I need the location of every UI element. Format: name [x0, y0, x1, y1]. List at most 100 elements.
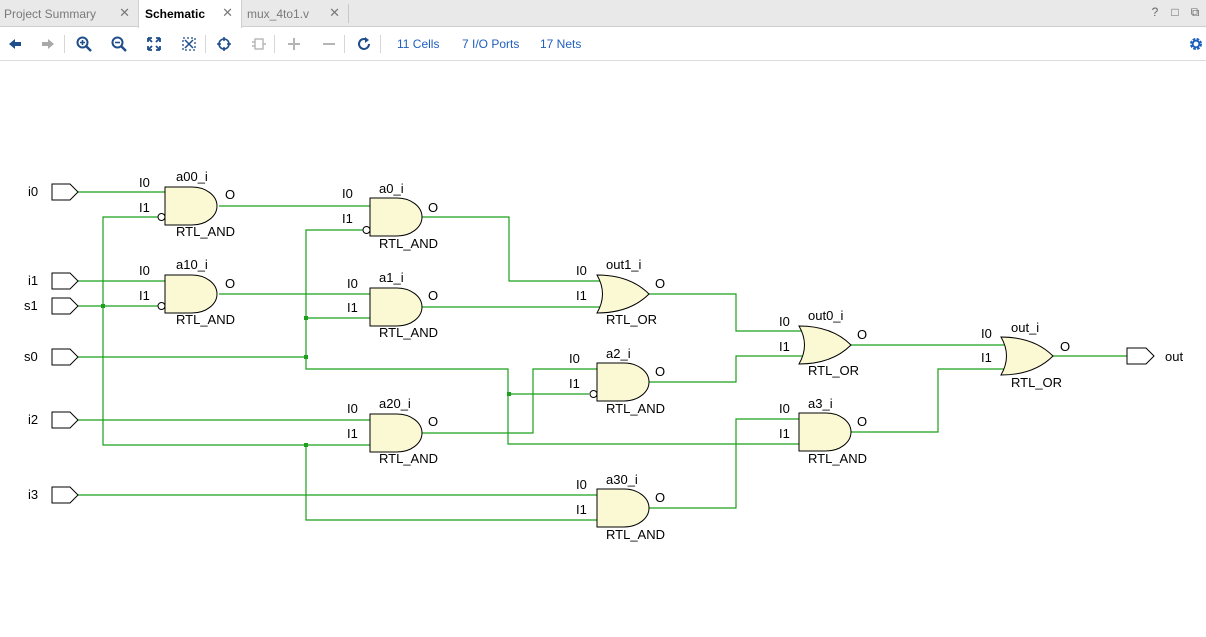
junctions	[101, 304, 511, 447]
pin-label: I1	[576, 288, 587, 303]
tab-label: Project Summary	[4, 6, 97, 21]
gate-a10[interactable]: a10_i I0 I1 O RTL_AND	[139, 257, 235, 327]
cells-link[interactable]: 11 Cells	[397, 37, 440, 51]
gate-type: RTL_AND	[379, 325, 438, 340]
net-s1[interactable]	[78, 216, 370, 446]
gate-name: a2_i	[606, 346, 631, 361]
zoom-to-selection-icon[interactable]	[179, 34, 199, 54]
gate-name: a20_i	[379, 396, 411, 411]
tab-mux-4to1-v[interactable]: mux_4to1.v ✕	[242, 0, 348, 27]
port-s0[interactable]: s0	[24, 348, 79, 366]
net-a20-to-a2[interactable]	[305, 393, 597, 521]
gate-a3[interactable]: a3_i I0 I1 O RTL_AND	[779, 396, 867, 466]
net-a3-o[interactable]	[851, 368, 1004, 433]
forward-arrow-icon[interactable]	[38, 34, 58, 54]
port-out[interactable]: out	[1126, 347, 1183, 365]
port-i3[interactable]: i3	[28, 486, 79, 504]
close-icon[interactable]: ✕	[119, 5, 130, 20]
net-a2-o[interactable]	[649, 355, 803, 383]
gate-out[interactable]: out_i I0 I1 O RTL_OR	[981, 320, 1070, 390]
fit-view-icon[interactable]	[144, 34, 164, 54]
pin-label: I1	[981, 350, 992, 365]
pin-label: I1	[347, 426, 358, 441]
pin-label: I1	[779, 426, 790, 441]
pin-label: O	[428, 414, 438, 429]
gate-type: RTL_AND	[176, 312, 235, 327]
port-label: s1	[24, 298, 38, 313]
tab-project-summary[interactable]: Project Summary ✕	[0, 0, 138, 27]
window-buttons: ? □ ⧉	[1148, 4, 1202, 20]
port-i2[interactable]: i2	[28, 411, 79, 429]
gate-type: RTL_AND	[379, 451, 438, 466]
refresh-icon[interactable]	[354, 34, 374, 54]
gate-a0[interactable]: a0_i I0 I1 O RTL_AND	[342, 181, 438, 251]
gate-name: a30_i	[606, 472, 638, 487]
gate-name: out_i	[1011, 320, 1039, 335]
tab-bar: Project Summary ✕ Schematic ✕ mux_4to1.v…	[0, 0, 1206, 28]
gate-out1[interactable]: out1_i I0 I1 O RTL_OR	[576, 257, 665, 327]
tab-schematic[interactable]: Schematic ✕	[138, 0, 242, 28]
inverter-bubble	[589, 390, 598, 398]
net-a30-o[interactable]	[649, 418, 799, 509]
pin-label: O	[1060, 339, 1070, 354]
gate-a2[interactable]: a2_i I0 I1 O RTL_AND	[569, 346, 665, 416]
net-out1-o[interactable]	[649, 293, 803, 332]
minus-icon[interactable]	[319, 34, 339, 54]
pin-label: I0	[139, 175, 150, 190]
pin-label: I1	[342, 211, 353, 226]
gate-a30[interactable]: a30_i I0 I1 O RTL_AND	[576, 472, 665, 542]
gate-name: a00_i	[176, 169, 208, 184]
pin-label: I0	[576, 263, 587, 278]
net-s0[interactable]	[78, 229, 799, 445]
port-i1[interactable]: i1	[28, 272, 79, 290]
zoom-in-icon[interactable]	[74, 34, 94, 54]
net-a20-o[interactable]	[422, 368, 597, 434]
tab-divider	[348, 4, 349, 23]
net-a0-o[interactable]	[422, 216, 600, 282]
pin-label: I0	[347, 276, 358, 291]
gate-name: out0_i	[808, 308, 844, 323]
pin-label: I1	[576, 502, 587, 517]
io-ports-link[interactable]: 7 I/O Ports	[462, 37, 520, 51]
crosshair-icon[interactable]	[214, 34, 234, 54]
port-label: out	[1165, 349, 1183, 364]
plus-icon[interactable]	[284, 34, 304, 54]
nets-link[interactable]: 17 Nets	[540, 37, 582, 51]
gate-a1[interactable]: a1_i I0 I1 O RTL_AND	[347, 270, 438, 340]
toolbar-divider	[380, 35, 381, 53]
gate-name: a0_i	[379, 181, 404, 196]
pin-label: O	[655, 276, 665, 291]
restore-icon[interactable]: □	[1171, 5, 1179, 19]
gate-a20[interactable]: a20_i I0 I1 O RTL_AND	[347, 396, 438, 466]
gate-type: RTL_AND	[176, 224, 235, 239]
pin-label: O	[655, 364, 665, 379]
module-icon[interactable]	[249, 34, 269, 54]
tab-label: Schematic	[145, 7, 206, 21]
gate-name: out1_i	[606, 257, 642, 272]
port-s1[interactable]: s1	[24, 297, 79, 315]
close-icon[interactable]: ✕	[222, 5, 233, 20]
pin-label: I1	[139, 200, 150, 215]
gate-type: RTL_OR	[606, 312, 657, 327]
pin-label: I0	[342, 186, 353, 201]
gate-type: RTL_OR	[1011, 375, 1062, 390]
detach-icon[interactable]: ⧉	[1190, 4, 1200, 19]
schematic-svg[interactable]: i0 i1 s1 s0 i2 i3 out a00_i I0 I1 O RTL_…	[0, 62, 1206, 632]
gear-icon[interactable]	[1186, 34, 1206, 54]
junction-dot	[304, 443, 308, 447]
nets	[78, 191, 1127, 521]
gate-a00[interactable]: a00_i I0 I1 O RTL_AND	[139, 169, 235, 239]
gate-out0[interactable]: out0_i I0 I1 O RTL_OR	[779, 308, 867, 378]
back-arrow-icon[interactable]	[5, 34, 25, 54]
port-i0[interactable]: i0	[28, 183, 79, 201]
zoom-out-icon[interactable]	[109, 34, 129, 54]
help-icon[interactable]: ?	[1151, 5, 1159, 19]
pin-label: I0	[347, 401, 358, 416]
pin-label: O	[225, 187, 235, 202]
pin-label: I0	[139, 263, 150, 278]
schematic-canvas[interactable]: i0 i1 s1 s0 i2 i3 out a00_i I0 I1 O RTL_…	[0, 62, 1206, 632]
junction-dot	[304, 355, 308, 359]
gate-name: a1_i	[379, 270, 404, 285]
close-icon[interactable]: ✕	[329, 5, 340, 20]
junction-dot	[101, 304, 105, 308]
